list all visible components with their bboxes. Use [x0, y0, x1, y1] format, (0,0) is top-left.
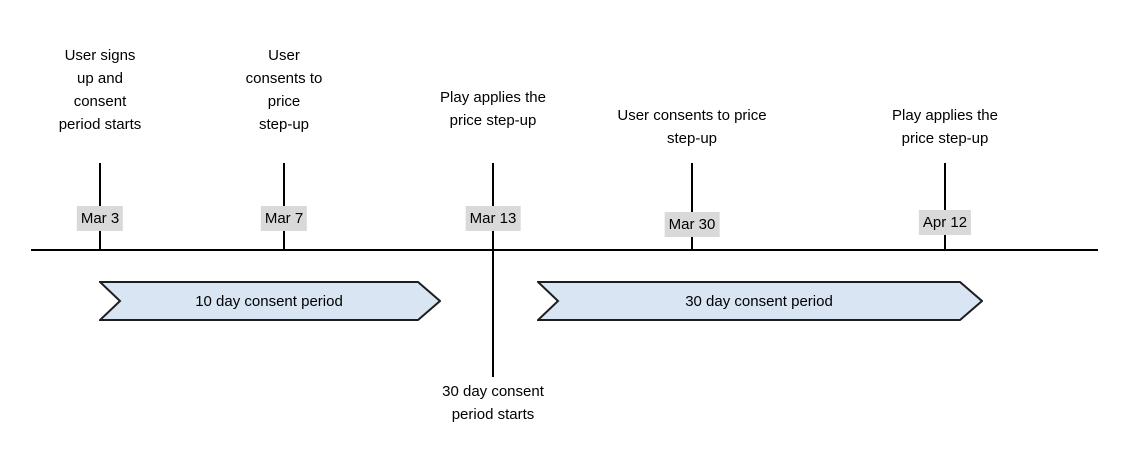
- event-label: Play applies the price step-up: [440, 89, 546, 129]
- event-date-chip: Mar 3: [76, 206, 124, 231]
- event-date-chip: Apr 12: [918, 210, 972, 235]
- arrow-banner-shape: [537, 281, 983, 321]
- event-label: User consents to price step-up: [617, 107, 767, 147]
- event-date-chip: Mar 7: [260, 206, 308, 231]
- consent-period-arrow-10-day: 10 day consent period: [99, 281, 441, 321]
- period-label: 10 day consent period: [195, 292, 343, 310]
- event-label: Play applies the price step-up: [892, 107, 998, 147]
- event-date-chip: Mar 30: [664, 212, 720, 237]
- consent-period-arrow-30-day: 30 day consent period: [537, 281, 983, 321]
- event-label: User signs up and consent period starts: [58, 47, 142, 133]
- event-tick: [691, 163, 693, 251]
- arrow-banner-shape: [99, 281, 441, 321]
- event-tick: [944, 163, 946, 251]
- period-label: 30 day consent period: [685, 292, 833, 310]
- below-axis-annotation: 30 day consent period starts: [442, 383, 544, 423]
- timeline-axis: [31, 249, 1098, 251]
- event-date-chip: Mar 13: [465, 206, 521, 231]
- event-label: User consents to price step-up: [245, 47, 323, 133]
- event-tick: [492, 163, 494, 377]
